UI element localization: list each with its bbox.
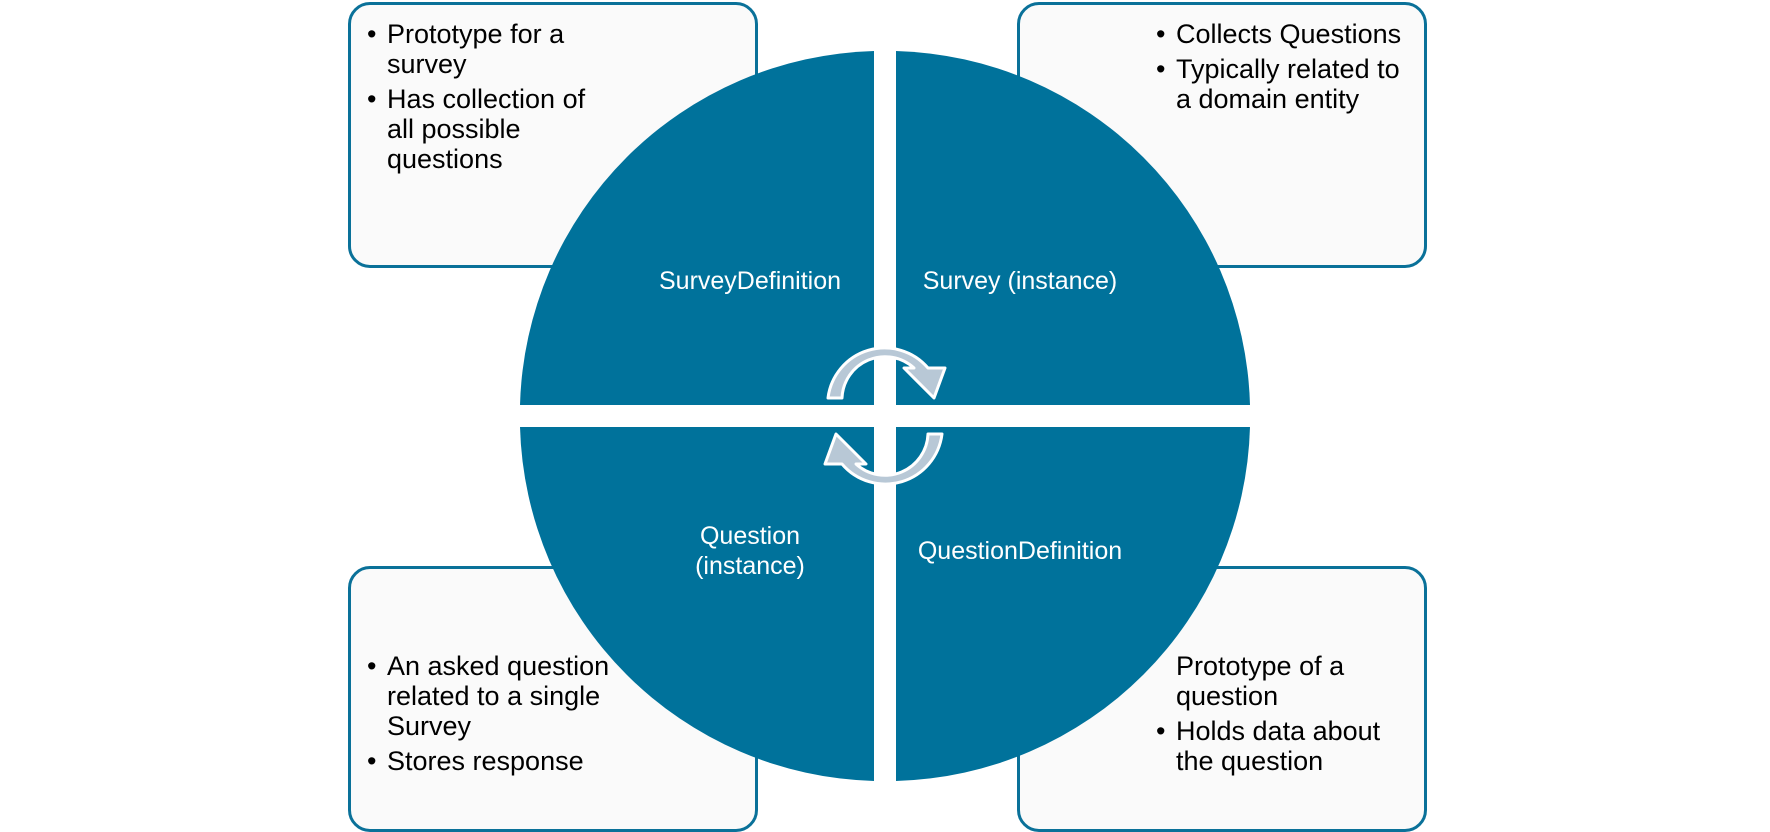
- quadrant-label-survey-definition: SurveyDefinition: [658, 267, 842, 295]
- curved-arrow-counterclockwise-icon: [823, 432, 944, 486]
- callout-item: Holds data about the question: [1156, 716, 1406, 776]
- quadrant-bottom-left: [520, 427, 874, 781]
- callout-item: Has collection of all possible questions: [367, 84, 617, 174]
- callout-list: Collects Questions Typically related to …: [1156, 19, 1421, 119]
- curved-arrow-clockwise-icon: [826, 346, 947, 400]
- callout-item: Prototype for a survey: [367, 19, 617, 79]
- callout-item: Typically related to a domain entity: [1156, 54, 1421, 114]
- quadrant-label-survey-instance: Survey (instance): [922, 267, 1118, 295]
- callout-list: Prototype for a survey Has collection of…: [367, 19, 617, 179]
- quadrant-label-question-definition: QuestionDefinition: [917, 537, 1123, 565]
- quadrant-top-right: [896, 51, 1250, 405]
- callout-item: Collects Questions: [1156, 19, 1421, 49]
- callout-list: Prototype of a question Holds data about…: [1156, 651, 1406, 781]
- callout-list: An asked question related to a single Su…: [367, 651, 627, 781]
- quadrant-bottom-right: [896, 427, 1250, 781]
- callout-item: Prototype of a question: [1176, 651, 1345, 711]
- callout-item: Stores response: [367, 746, 627, 776]
- quadrant-top-left: [520, 51, 874, 405]
- callout-item: An asked question related to a single Su…: [367, 651, 627, 741]
- quadrant-label-question-instance: Question (instance): [695, 522, 805, 580]
